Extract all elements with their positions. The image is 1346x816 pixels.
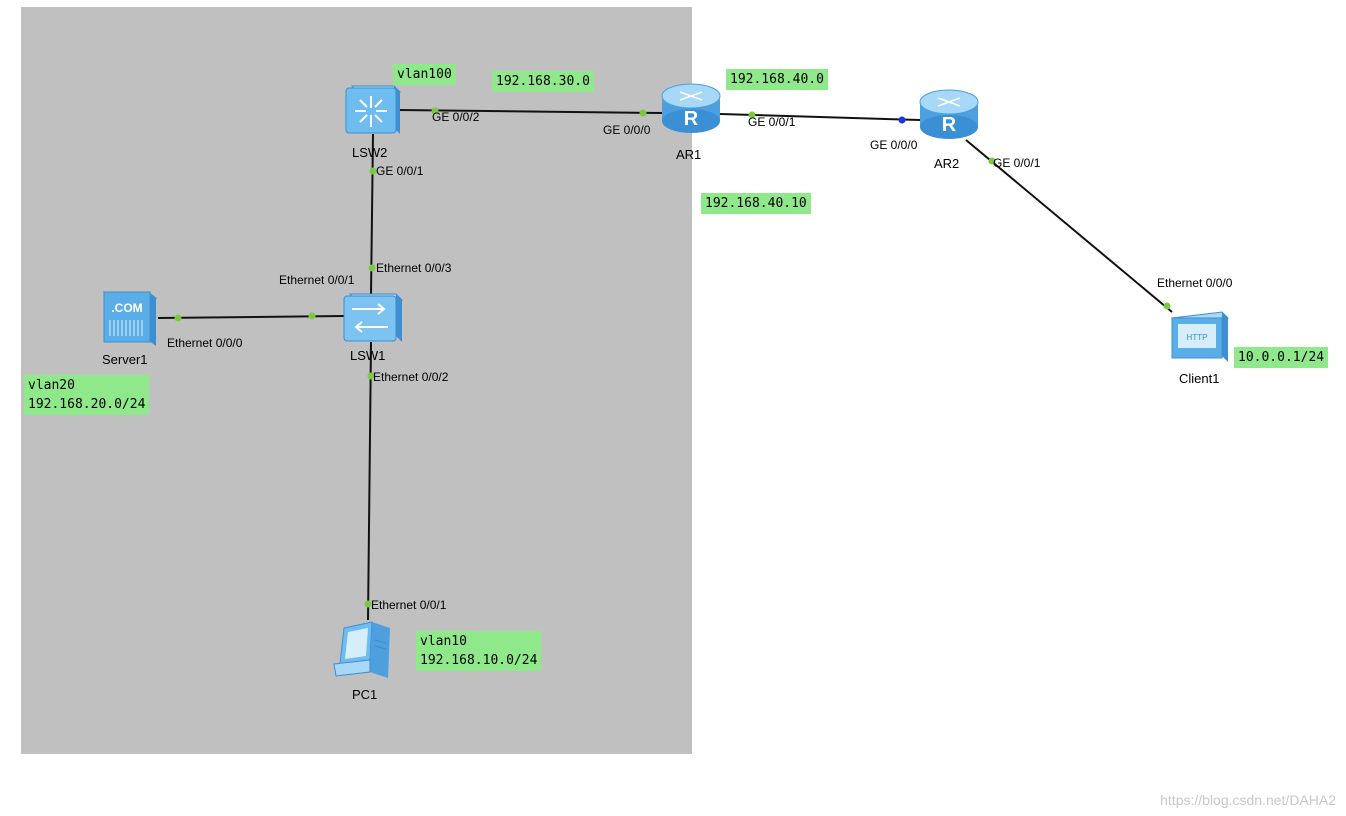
- router-glyph: R: [684, 108, 699, 130]
- port-label-client1-eth000: Ethernet 0/0/0: [1157, 276, 1233, 290]
- port-dot: [367, 372, 375, 380]
- lsw2-switch-icon[interactable]: [345, 85, 402, 134]
- pc1-icon[interactable]: [333, 621, 390, 678]
- server1-icon[interactable]: .COM: [102, 291, 158, 346]
- note-network-30[interactable]: 192.168.30.0: [492, 71, 594, 92]
- port-dot: [174, 314, 182, 322]
- port-label-lsw2-ge001: GE 0/0/1: [376, 164, 424, 178]
- port-label-ar2-ge000: GE 0/0/0: [870, 138, 918, 152]
- server-icon-text: .COM: [111, 301, 142, 315]
- port-label-server1-eth000: Ethernet 0/0/0: [167, 336, 243, 350]
- note-ip-40-10[interactable]: 192.168.40.10: [701, 193, 811, 214]
- label-lsw1: LSW1: [350, 348, 386, 363]
- note-vlan20[interactable]: vlan20 192.168.20.0/24: [24, 375, 150, 415]
- note-vlan100[interactable]: vlan100: [393, 64, 456, 85]
- label-ar2: AR2: [934, 156, 960, 171]
- port-label-lsw1-eth001: Ethernet 0/0/1: [279, 273, 355, 287]
- watermark: https://blog.csdn.net/DAHA2: [1160, 792, 1336, 808]
- port-dot: [988, 157, 996, 165]
- port-dot: [639, 109, 647, 117]
- port-dot: [748, 111, 756, 119]
- port-label-ar1-ge001: GE 0/0/1: [748, 115, 796, 129]
- label-client1: Client1: [1179, 371, 1220, 386]
- port-label-lsw2-ge002: GE 0/0/2: [432, 110, 480, 124]
- label-pc1: PC1: [352, 687, 378, 702]
- port-dot-down: [898, 116, 906, 124]
- ar1-router-icon[interactable]: R: [661, 83, 721, 133]
- note-network-40[interactable]: 192.168.40.0: [726, 69, 828, 90]
- port-dot: [369, 167, 377, 175]
- port-label-lsw1-eth002: Ethernet 0/0/2: [373, 370, 449, 384]
- port-label-pc1-eth001: Ethernet 0/0/1: [371, 598, 447, 612]
- note-vlan10[interactable]: vlan10 192.168.10.0/24: [416, 631, 542, 671]
- note-client-ip[interactable]: 10.0.0.1/24: [1234, 347, 1329, 368]
- port-dot: [1163, 302, 1171, 310]
- lsw1-switch-icon[interactable]: [343, 293, 404, 342]
- client1-icon[interactable]: HTTP: [1170, 311, 1230, 362]
- port-dot: [431, 107, 439, 115]
- port-dot: [308, 312, 316, 320]
- port-label-ar1-ge000: GE 0/0/0: [603, 123, 651, 137]
- link-ar2-client1[interactable]: [965, 139, 1173, 313]
- port-dot: [368, 264, 376, 272]
- label-ar1: AR1: [676, 147, 702, 162]
- port-dot: [364, 600, 372, 608]
- client-icon-text: HTTP: [1187, 333, 1208, 342]
- port-label-ar2-ge001: GE 0/0/1: [993, 156, 1041, 170]
- port-dots: [174, 107, 1171, 608]
- link-server1-lsw1[interactable]: [157, 315, 345, 319]
- label-server1: Server1: [102, 352, 148, 367]
- link-lsw2-ar1[interactable]: [398, 109, 663, 114]
- port-label-lsw1-eth003: Ethernet 0/0/3: [376, 261, 452, 275]
- ar2-router-icon[interactable]: R: [919, 89, 979, 139]
- label-lsw2: LSW2: [352, 145, 388, 160]
- router-glyph: R: [942, 114, 957, 136]
- link-lsw1-pc1[interactable]: [367, 341, 372, 621]
